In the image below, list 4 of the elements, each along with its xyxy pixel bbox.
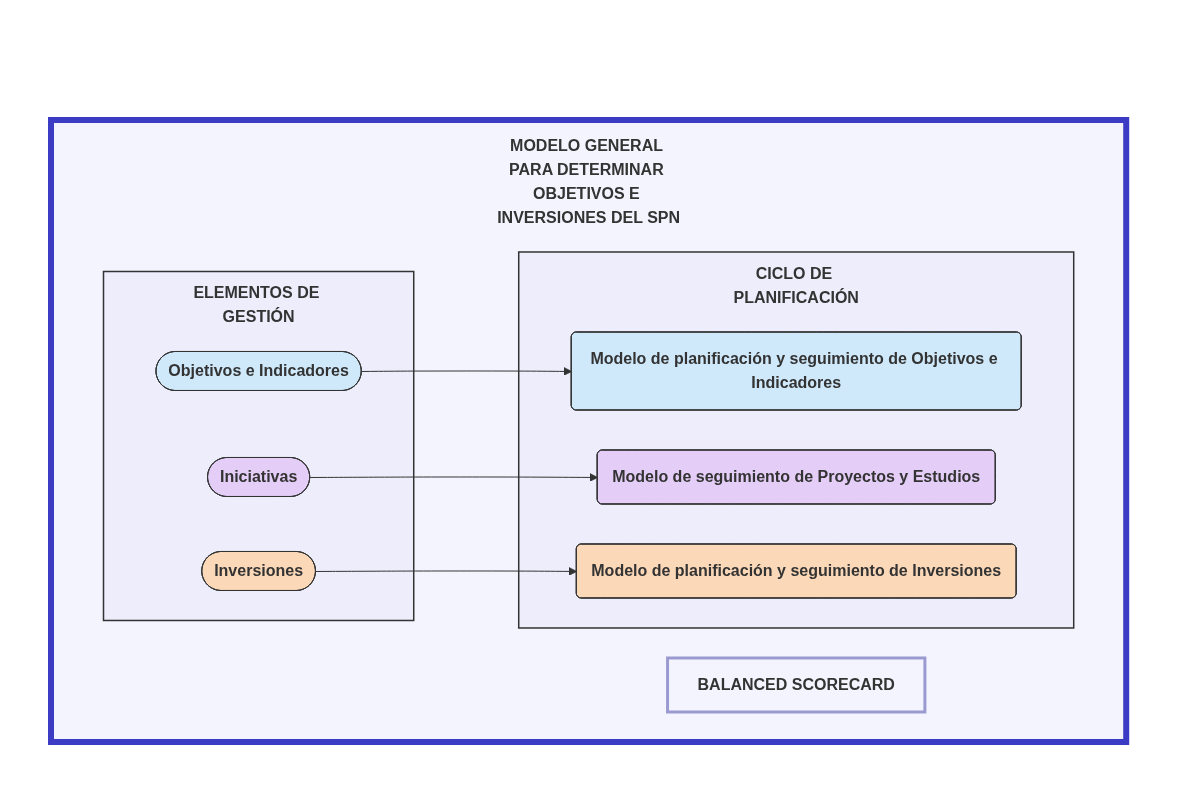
arrow (310, 472, 599, 482)
arrow (315, 566, 578, 576)
node-box: BALANCED SCORECARD (666, 656, 927, 713)
arrow (361, 366, 573, 376)
